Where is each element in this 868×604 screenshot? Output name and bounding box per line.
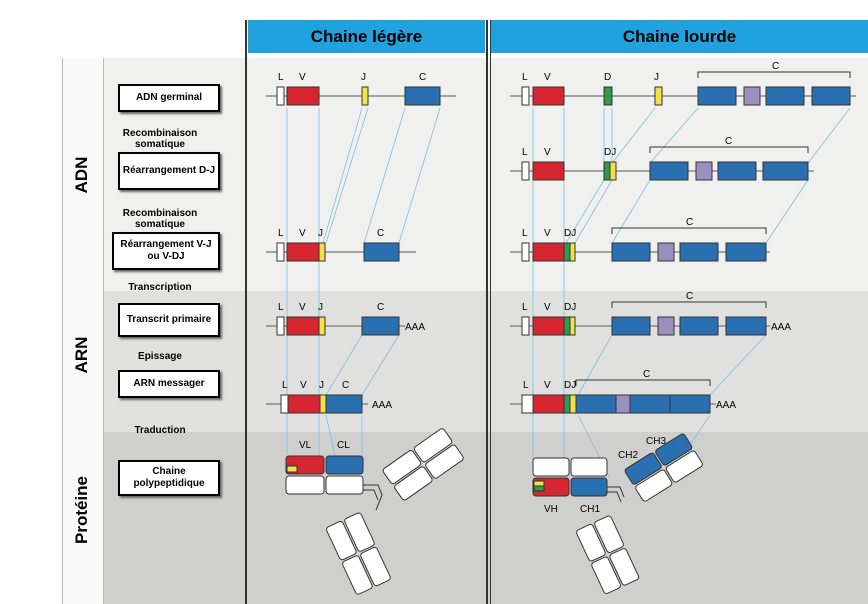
svg-text:L: L xyxy=(278,228,284,239)
svg-text:L: L xyxy=(522,302,528,313)
flow-step-recombination-2: Recombinaison somatique xyxy=(122,208,198,230)
divider-middle xyxy=(486,20,488,604)
heavy-transcript-row: L V DJ C AAA xyxy=(510,291,791,336)
svg-text:L: L xyxy=(278,72,284,83)
flow-step-transcription: Transcription xyxy=(128,282,192,293)
svg-text:VH: VH xyxy=(544,504,558,515)
svg-text:L: L xyxy=(522,147,528,158)
svg-text:J: J xyxy=(361,72,366,83)
stage-column xyxy=(62,58,104,604)
flow-step-translation: Traduction xyxy=(134,425,186,436)
svg-text:J: J xyxy=(654,72,659,83)
light-chain-guides xyxy=(286,107,441,461)
svg-text:C: C xyxy=(643,369,650,380)
svg-text:C: C xyxy=(377,228,384,239)
light-germline-row xyxy=(266,86,456,106)
svg-text:V: V xyxy=(544,380,551,391)
svg-text:V: V xyxy=(299,302,306,313)
svg-text:AAA: AAA xyxy=(405,322,425,333)
svg-text:V: V xyxy=(299,228,306,239)
svg-text:AAA: AAA xyxy=(716,400,736,411)
heavy-dj-row: L V DJ C xyxy=(510,136,814,181)
light-transcript-row: L V J C AAA xyxy=(266,302,425,336)
svg-text:L: L xyxy=(278,302,284,313)
divider-heavy xyxy=(490,20,491,604)
svg-text:V: V xyxy=(544,72,551,83)
flow-box-vj-rearrangement: Réarrangement V-J ou V-DJ xyxy=(112,232,220,270)
svg-text:C: C xyxy=(725,136,732,147)
svg-text:DJ: DJ xyxy=(564,380,576,391)
flow-step-splicing: Epissage xyxy=(138,351,182,362)
svg-text:AAA: AAA xyxy=(771,322,791,333)
svg-text:L: L xyxy=(523,380,529,391)
light-mrna-row: L V J C AAA xyxy=(266,380,392,414)
svg-text:C: C xyxy=(772,61,779,72)
svg-text:CH1: CH1 xyxy=(580,504,600,515)
svg-text:L: L xyxy=(522,228,528,239)
svg-text:CH3: CH3 xyxy=(646,436,666,447)
svg-text:V: V xyxy=(544,302,551,313)
header-heavy-chain: Chaine lourde xyxy=(491,20,868,53)
svg-text:C: C xyxy=(686,291,693,302)
svg-text:J: J xyxy=(318,302,323,313)
heavy-vdj-row: L V DJ C xyxy=(510,217,770,262)
svg-text:VL: VL xyxy=(299,440,312,451)
svg-text:V: V xyxy=(544,147,551,158)
svg-text:DJ: DJ xyxy=(604,147,616,158)
svg-text:DJ: DJ xyxy=(564,228,576,239)
heavy-mrna-row: L V DJ C AAA xyxy=(510,369,736,414)
light-germline-labels: L V J C xyxy=(278,72,426,83)
svg-text:V: V xyxy=(299,72,306,83)
svg-text:AAA: AAA xyxy=(372,400,392,411)
svg-text:CL: CL xyxy=(337,440,350,451)
svg-text:L: L xyxy=(282,380,288,391)
svg-text:C: C xyxy=(686,217,693,228)
light-chain-antibody: VL CL xyxy=(285,428,464,595)
svg-text:J: J xyxy=(319,380,324,391)
divider-light xyxy=(245,20,247,604)
flow-step-recombination-1: Recombinaison somatique xyxy=(122,128,198,150)
svg-text:J: J xyxy=(318,228,323,239)
header-light-chain: Chaine légère xyxy=(248,20,485,53)
flow-box-dj-rearrangement: Réarrangement D-J xyxy=(118,152,220,190)
heavy-germline-row: L V D J C xyxy=(510,61,856,106)
svg-text:CH2: CH2 xyxy=(618,450,638,461)
svg-text:C: C xyxy=(419,72,426,83)
svg-text:D: D xyxy=(604,72,611,83)
svg-text:C: C xyxy=(342,380,349,391)
flow-box-germline-dna: ADN germinal xyxy=(118,84,220,112)
svg-text:L: L xyxy=(522,72,528,83)
svg-text:V: V xyxy=(544,228,551,239)
svg-text:V: V xyxy=(300,380,307,391)
light-rearranged-row: L V J C xyxy=(266,228,416,262)
svg-text:DJ: DJ xyxy=(564,302,576,313)
heavy-chain-antibody: VH CH1 CH2 CH3 xyxy=(532,433,703,595)
flow-box-polypeptide: Chaine polypeptidique xyxy=(118,460,220,496)
svg-text:C: C xyxy=(377,302,384,313)
flow-box-mrna: ARN messager xyxy=(118,370,220,398)
flow-box-primary-transcript: Transcrit primaire xyxy=(118,303,220,337)
